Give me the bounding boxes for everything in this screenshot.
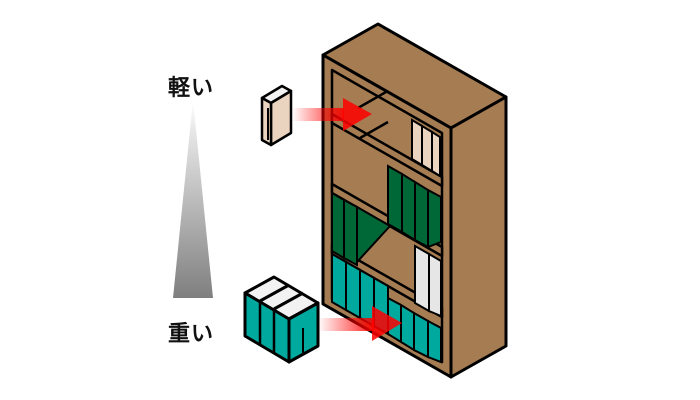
weight-gradient-triangle <box>173 100 213 298</box>
light-label: 軽い <box>168 76 215 101</box>
light-book <box>260 84 293 147</box>
light-books-on-shelf <box>411 118 441 178</box>
heavy-label: 重い <box>168 322 215 347</box>
green-books-upper <box>387 164 442 249</box>
green-books-lower <box>331 191 392 267</box>
arrow-heavy-to-bottom <box>318 306 402 341</box>
white-books <box>414 244 442 318</box>
arrow-light-to-top <box>292 98 372 131</box>
heavy-books <box>243 275 320 364</box>
